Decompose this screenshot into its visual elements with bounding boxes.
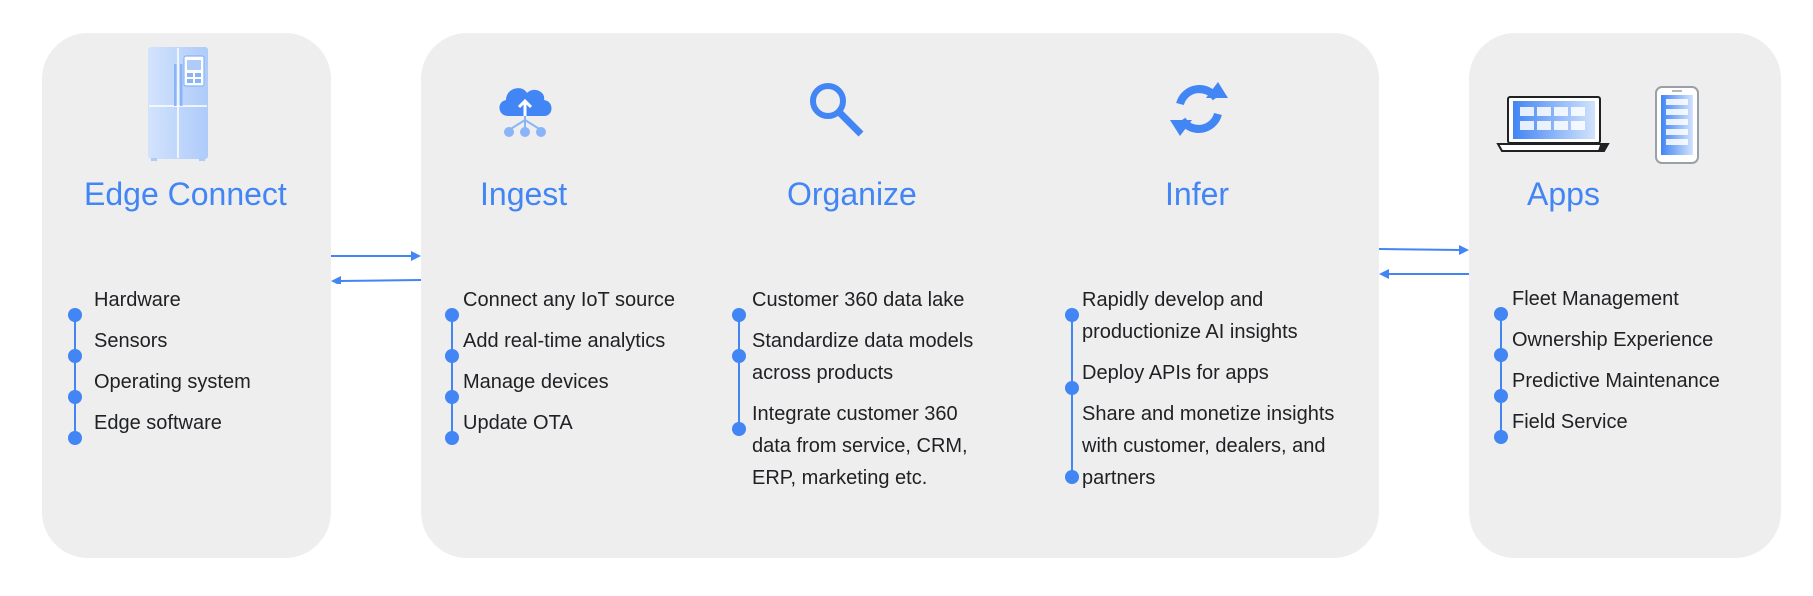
list-item: Field Service: [1494, 406, 1770, 444]
arrow-left: [338, 279, 421, 282]
list-item: Deploy APIs for apps: [1065, 357, 1361, 395]
list-item: Customer 360 data lake: [732, 284, 988, 322]
search-icon: [810, 83, 864, 137]
infer-list: Rapidly develop and productionize AI ins…: [1065, 284, 1361, 494]
arrow-right-head: [1459, 245, 1469, 255]
organize-list: Customer 360 data lake Standardize data …: [732, 284, 988, 494]
bullet-dot: [732, 308, 746, 322]
list-item: Share and monetize insights with custome…: [1065, 398, 1361, 494]
list-item: Rapidly develop and productionize AI ins…: [1065, 284, 1361, 348]
sync-icon: [1170, 82, 1228, 136]
ingest-title: Ingest: [480, 176, 568, 212]
organize-title: Organize: [787, 176, 917, 212]
infer-title: Infer: [1165, 176, 1230, 212]
edge-connect-title: Edge Connect: [84, 176, 287, 212]
apps-list: Fleet Management Ownership Experience Pr…: [1494, 283, 1770, 444]
bullet-dot: [68, 431, 82, 445]
laptop-phone-icon: [1496, 86, 1699, 164]
list-rail: [74, 315, 76, 438]
list-rail: [1500, 314, 1502, 437]
list-rail: [738, 315, 740, 429]
bullet-dot: [1065, 470, 1079, 484]
list-item: Integrate customer 360 data from service…: [732, 398, 988, 494]
list-item: Manage devices: [445, 366, 701, 404]
refrigerator-icon: [148, 47, 208, 161]
list-item: Fleet Management: [1494, 283, 1770, 321]
apps-title: Apps: [1527, 176, 1600, 212]
arrow-right: [1379, 248, 1462, 251]
arrow-right-head: [411, 251, 421, 261]
bullet-dot: [1494, 389, 1508, 403]
bullet-dot: [68, 349, 82, 363]
list-item: Edge software: [68, 407, 314, 445]
platform-apps-arrows: [1379, 245, 1469, 279]
bullet-dot: [1494, 348, 1508, 362]
arrow-left-head: [1379, 269, 1389, 279]
list-item: Hardware: [68, 284, 314, 322]
ingest-list: Connect any IoT source Add real-time ana…: [445, 284, 701, 445]
bullet-dot: [732, 422, 746, 436]
list-item: Predictive Maintenance: [1494, 365, 1770, 403]
list-item: Sensors: [68, 325, 314, 363]
list-item: Connect any IoT source: [445, 284, 701, 322]
bullet-dot: [445, 390, 459, 404]
list-rail: [1071, 315, 1073, 477]
bullet-dot: [445, 431, 459, 445]
list-item: Operating system: [68, 366, 314, 404]
bullet-dot: [1494, 307, 1508, 321]
bullet-dot: [68, 308, 82, 322]
list-item: Ownership Experience: [1494, 324, 1770, 362]
bullet-dot: [1065, 381, 1079, 395]
list-item: Standardize data models across products: [732, 325, 988, 389]
bullet-dot: [732, 349, 746, 363]
cloud-upload-icon: [499, 88, 552, 137]
bullet-dot: [1494, 430, 1508, 444]
edge-connect-list: Hardware Sensors Operating system Edge s…: [68, 284, 314, 445]
bullet-dot: [445, 349, 459, 363]
bullet-dot: [68, 390, 82, 404]
arrow-left-head: [331, 276, 341, 284]
list-rail: [451, 315, 453, 438]
bullet-dot: [445, 308, 459, 322]
list-item: Update OTA: [445, 407, 701, 445]
edge-platform-arrows: [331, 251, 421, 284]
bullet-dot: [1065, 308, 1079, 322]
list-item: Add real-time analytics: [445, 325, 701, 363]
